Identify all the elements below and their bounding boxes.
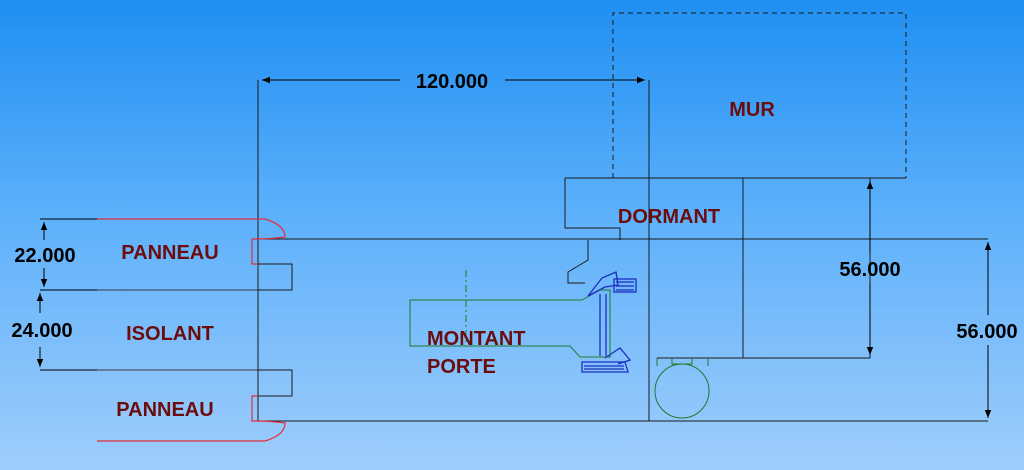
- panel-gray-lines: [97, 289, 258, 371]
- gasket-top: [587, 271, 637, 356]
- label-door-stile-line1: MONTANT: [427, 328, 526, 350]
- dimension-insulation-thickness-text: 24.000: [11, 320, 72, 342]
- label-panel-bottom: PANNEAU: [116, 399, 213, 421]
- dimension-panel-thickness: 22.000: [14, 218, 97, 291]
- label-insulation: ISOLANT: [126, 323, 214, 345]
- label-frame: DORMANT: [618, 206, 720, 228]
- dimension-frame-height-text: 56.000: [839, 259, 900, 281]
- dimension-door-height-text: 56.000: [956, 321, 1017, 343]
- dimension-overall-width-text: 120.000: [416, 71, 488, 93]
- dimension-frame-height: 56.000: [839, 181, 901, 355]
- door-stile-profile: [409, 270, 710, 419]
- dimension-overall-width: 120.000: [262, 71, 645, 93]
- dimension-door-height: 56.000: [956, 242, 1018, 418]
- panel-edges: [97, 218, 286, 442]
- label-door-stile-line2: PORTE: [427, 356, 496, 378]
- dimension-insulation-thickness: 24.000: [11, 293, 97, 371]
- label-panel-top: PANNEAU: [121, 242, 218, 264]
- label-wall: MUR: [729, 99, 775, 121]
- dimension-panel-thickness-text: 22.000: [14, 245, 75, 267]
- panel-assembly: [257, 80, 988, 422]
- wall-outline: [612, 12, 907, 178]
- gasket-bottom: [581, 347, 632, 373]
